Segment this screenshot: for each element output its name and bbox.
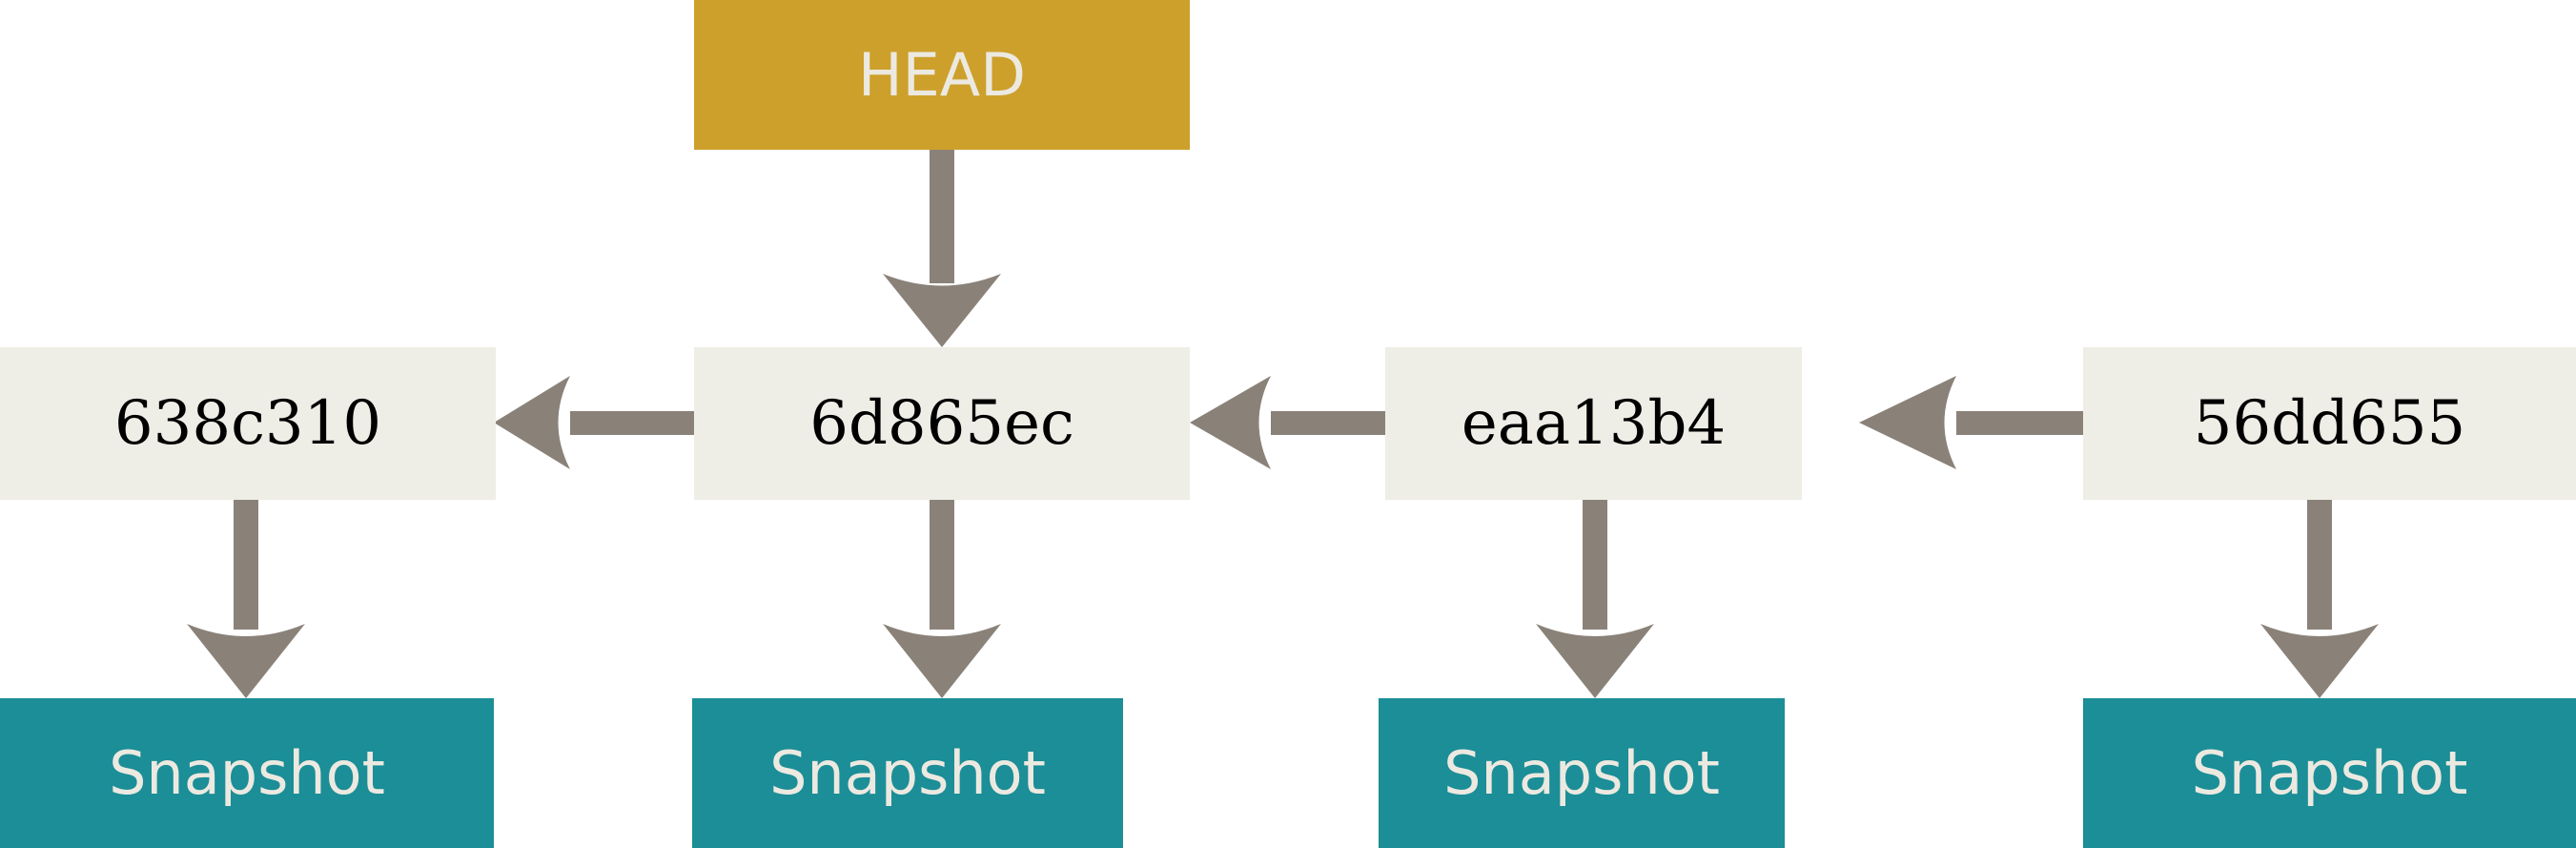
commit-node-label: eaa13b4 <box>1461 388 1727 459</box>
arrow-6d865ec-to-638c310 <box>494 376 694 469</box>
commit-node-56dd655[interactable]: 56dd655 <box>2083 347 2576 500</box>
snapshot-node-label: Snapshot <box>2191 737 2468 808</box>
snapshot-node-2[interactable]: Snapshot <box>692 698 1123 848</box>
head-node-label: HEAD <box>858 39 1026 110</box>
snapshot-node-label: Snapshot <box>109 737 385 808</box>
snapshot-node-1[interactable]: Snapshot <box>0 698 494 848</box>
head-node[interactable]: HEAD <box>694 0 1190 150</box>
commit-node-eaa13b4[interactable]: eaa13b4 <box>1385 347 1802 500</box>
arrow-head-to-6d865ec <box>883 150 1001 347</box>
arrow-eaa13b4-to-snapshot-3 <box>1536 500 1654 698</box>
commit-node-label: 638c310 <box>113 388 382 459</box>
snapshot-node-3[interactable]: Snapshot <box>1379 698 1785 848</box>
commit-node-638c310[interactable]: 638c310 <box>0 347 496 500</box>
arrow-56dd655-to-snapshot-4 <box>2260 500 2379 698</box>
snapshot-node-label: Snapshot <box>1443 737 1720 808</box>
snapshot-node-label: Snapshot <box>769 737 1046 808</box>
arrow-638c310-to-snapshot-1 <box>187 500 305 698</box>
commit-node-label: 56dd655 <box>2193 388 2466 459</box>
snapshot-node-4[interactable]: Snapshot <box>2083 698 2576 848</box>
arrow-eaa13b4-to-6d865ec <box>1190 376 1385 469</box>
arrow-56dd655-to-eaa13b4 <box>1859 376 2083 469</box>
arrow-6d865ec-to-snapshot-2 <box>883 500 1001 698</box>
commit-node-label: 6d865ec <box>809 388 1074 459</box>
commit-node-6d865ec[interactable]: 6d865ec <box>694 347 1190 500</box>
